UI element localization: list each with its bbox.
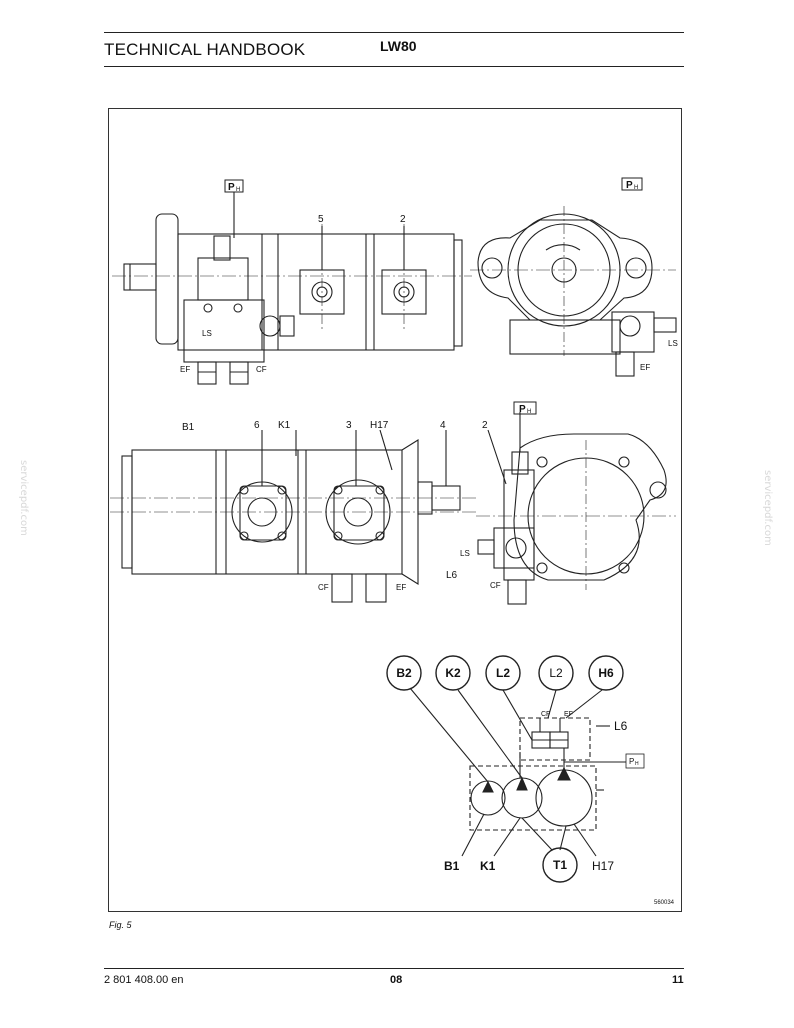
schematic-k2: K2 (445, 666, 461, 680)
callout-b1: B1 (182, 422, 195, 433)
pump-front-view-middle (476, 412, 676, 605)
hydraulic-schematic (386, 655, 645, 883)
schematic-t1: T1 (553, 858, 567, 872)
callout-6: 6 (254, 420, 260, 431)
drawing-number: 560034 (654, 900, 675, 906)
callout-2-top: 2 (400, 214, 406, 225)
figure-caption: Fig. 5 (109, 920, 132, 930)
label-ef-view3: EF (396, 583, 406, 592)
label-ls-view2: LS (668, 339, 678, 348)
ph-sub-1: H (236, 187, 240, 193)
schematic-l2-a: L2 (496, 666, 510, 680)
ph-sub-schematic: H (635, 761, 639, 767)
figure-frame (108, 108, 682, 912)
footer-doc-number: 2 801 408.00 en (104, 974, 184, 986)
label-ef-view1: EF (180, 365, 190, 374)
label-cf-view4: CF (490, 581, 501, 590)
schematic-cf: CF (541, 711, 550, 718)
label-ls-view4: LS (460, 549, 470, 558)
pump-side-view-top (112, 192, 472, 385)
footer-page-number: 11 (672, 974, 684, 986)
header-bottom-rule (104, 66, 684, 67)
watermark-left: servicepdf.com (18, 460, 29, 536)
schematic-h17: H17 (592, 859, 614, 873)
callout-3: 3 (346, 420, 352, 431)
schematic-b1: B1 (444, 859, 460, 873)
footer-edition: 08 (390, 974, 403, 986)
ph-sub-3: H (527, 409, 531, 415)
header-model: LW80 (380, 38, 417, 54)
callout-5: 5 (318, 214, 324, 225)
schematic-b2: B2 (396, 666, 412, 680)
callout-k1: K1 (278, 420, 291, 431)
schematic-k1: K1 (480, 859, 496, 873)
pump-front-view-top (470, 206, 677, 377)
pump-side-view-middle (110, 429, 476, 603)
ph-sub-2: H (634, 185, 638, 191)
footer-rule (104, 968, 684, 969)
header-title: TECHNICAL HANDBOOK (104, 40, 306, 59)
ph-label-3: P (519, 404, 526, 415)
schematic-l6: L6 (614, 719, 628, 733)
callout-2-middle: 2 (482, 420, 488, 431)
label-ls-view1: LS (202, 329, 212, 338)
callout-4: 4 (440, 420, 446, 431)
ph-label-schematic: P (629, 757, 634, 766)
label-cf-view3: CF (318, 583, 329, 592)
label-cf-view1: CF (256, 365, 267, 374)
label-l6-view4: L6 (446, 570, 458, 581)
schematic-ef: EF (564, 711, 573, 718)
ph-label-2: P (626, 180, 633, 191)
schematic-l2-b: L2 (549, 666, 563, 680)
schematic-h6: H6 (598, 666, 614, 680)
header-top-rule (104, 32, 684, 33)
ph-label-1: P (228, 182, 235, 193)
label-ef-view2: EF (640, 363, 650, 372)
callout-h17: H17 (370, 420, 389, 431)
watermark-right: servicepdf.com (762, 470, 773, 546)
